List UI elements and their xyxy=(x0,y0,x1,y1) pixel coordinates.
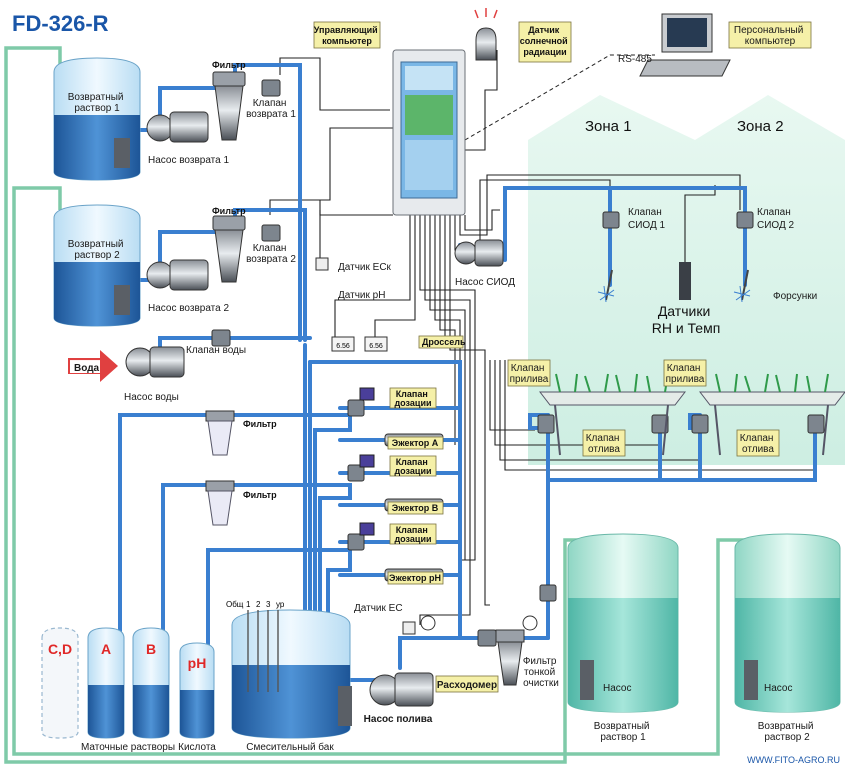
filter-fine xyxy=(495,629,525,686)
return-tank-bottom-1 xyxy=(567,533,679,713)
pump-water xyxy=(125,346,185,378)
level-labels: Общ 1 2 3 ур xyxy=(226,600,285,609)
level-label-3: 3 xyxy=(266,600,271,609)
nozzles-label: Форсунки xyxy=(773,291,817,302)
pc-icon xyxy=(639,13,731,77)
flood-bench-2 xyxy=(698,373,845,456)
filter-1-label: Фильтр xyxy=(212,60,246,70)
pump-water-label: Насос воды xyxy=(124,392,179,403)
sensor-eck-label: Датчик ECк xyxy=(338,262,392,273)
throttle-label: Дроссель xyxy=(422,337,466,347)
sensor-ec-label: Датчик EC xyxy=(354,603,403,614)
canister-ph xyxy=(179,642,215,739)
filter-return-1 xyxy=(212,71,246,141)
mother-solutions-label: Маточные растворы xyxy=(81,742,175,753)
valve-return-2-label: Клапан возврата 2 xyxy=(246,243,296,265)
pump-bottom-2-label: Насос xyxy=(764,683,792,694)
return-tank-2-label: Возвратный раствор 2 xyxy=(68,239,127,261)
pump-return-1 xyxy=(114,111,209,168)
pump-irrigation xyxy=(338,672,434,726)
solar-sensor xyxy=(474,8,498,61)
tank-a-label: A xyxy=(101,641,111,657)
level-label-2: 2 xyxy=(256,600,261,609)
filter-2-label: Фильтр xyxy=(212,206,246,216)
return-bottom-2-label: Возвратный раствор 2 xyxy=(758,721,817,743)
valve-water-label: Клапан воды xyxy=(186,345,246,356)
filter-4-label: Фильтр xyxy=(243,490,277,500)
controller-label: Управляющий компьютер xyxy=(314,25,380,46)
mixing-tank xyxy=(231,609,351,739)
valve-siod-1-label: Клапан СИОД 1 xyxy=(628,207,666,231)
tank-cd-label: C,D xyxy=(48,641,72,657)
level-label-ur: ур xyxy=(276,600,285,609)
valve-return-1-label: Клапан возврата 1 xyxy=(246,98,296,120)
mixing-tank-label: Смесительный бак xyxy=(246,741,334,753)
fine-filter-label: Фильтр тонкой очистки xyxy=(523,656,559,689)
dose-valve-3-label: Клапан дозации xyxy=(394,525,431,544)
ejector-ph-label: Эжектор pH xyxy=(389,573,441,583)
ejector-a-label: Эжектор A xyxy=(392,438,439,448)
drain-valve-2-label: Клапан отлива xyxy=(740,433,777,455)
pump-siod xyxy=(454,239,504,267)
sensor-eck-box xyxy=(315,257,329,271)
return-bottom-1-label: Возвратный раствор 1 xyxy=(594,721,653,743)
rs485-label: RS-485 xyxy=(618,54,652,65)
acid-label: Кислота xyxy=(178,742,216,753)
pump-return-2-label: Насос возврата 2 xyxy=(148,303,229,314)
pressure-gauges xyxy=(402,615,538,635)
controller-cabinet xyxy=(392,49,466,216)
dose-valve-1-label: Клапан дозации xyxy=(394,389,431,408)
pc-label: Персональный компьютер xyxy=(734,25,806,47)
sensor-ph-label: Датчик pH xyxy=(338,290,385,301)
drain-valve-1-label: Клапан отлива xyxy=(586,433,623,455)
solar-sensor-label: Датчик солнечной радиации xyxy=(520,25,570,57)
flood-valve-2-label: Клапан прилива xyxy=(666,363,705,385)
website-link[interactable]: WWW.FITO-AGRO.RU xyxy=(747,755,840,765)
gauge-value-2: 6.56 xyxy=(369,343,383,350)
rh-sensor xyxy=(679,262,691,300)
canister-b xyxy=(132,627,170,739)
pump-return-2 xyxy=(114,259,209,315)
flood-valve-1-label: Клапан прилива xyxy=(510,363,549,385)
filter-3-label: Фильтр xyxy=(243,419,277,429)
tank-ph-label: pH xyxy=(188,655,207,671)
diagram-title: FD-326-R xyxy=(12,11,109,36)
valves xyxy=(211,79,825,647)
pump-irrigation-label: Насос полива xyxy=(364,714,433,725)
dose-valve-2-label: Клапан дозации xyxy=(394,457,431,476)
callout-boxes xyxy=(70,21,812,693)
nozzle-zone-2 xyxy=(733,269,751,303)
filter-return-2 xyxy=(212,215,246,283)
pump-bottom-1-label: Насос xyxy=(603,683,631,694)
return-tank-bottom-2 xyxy=(734,533,841,713)
pump-return-1-label: Насос возврата 1 xyxy=(148,155,229,166)
zone-1-label: Зона 1 xyxy=(585,118,632,135)
canister-cd xyxy=(41,627,79,739)
rh-sensors-label: Датчики RH и Темп xyxy=(652,303,721,336)
filter-a xyxy=(205,410,235,456)
gauge-value-1: 6.56 xyxy=(336,343,350,350)
pump-siod-label: Насос СИОД xyxy=(455,277,515,288)
valve-siod-2-label: Клапан СИОД 2 xyxy=(757,207,795,231)
level-label-1: 1 xyxy=(246,600,251,609)
flowmeter-label: Расходомер xyxy=(437,680,497,691)
nozzle-zone-1 xyxy=(597,269,615,303)
canister-a xyxy=(87,627,125,739)
zone-2-label: Зона 2 xyxy=(737,118,784,135)
water-in-label: Вода xyxy=(74,363,100,374)
level-label-total: Общ xyxy=(226,600,244,609)
filter-b xyxy=(205,480,235,526)
rs485-link xyxy=(464,54,655,141)
tank-b-label: B xyxy=(146,641,156,657)
gauge-boxes: 6.56 6.56 xyxy=(331,336,388,352)
return-tank-1-label: Возвратный раствор 1 xyxy=(68,92,127,114)
dosing-valve-actuators xyxy=(359,387,375,536)
flood-bench-1 xyxy=(538,373,687,456)
ejector-b-label: Эжектор B xyxy=(392,503,439,513)
